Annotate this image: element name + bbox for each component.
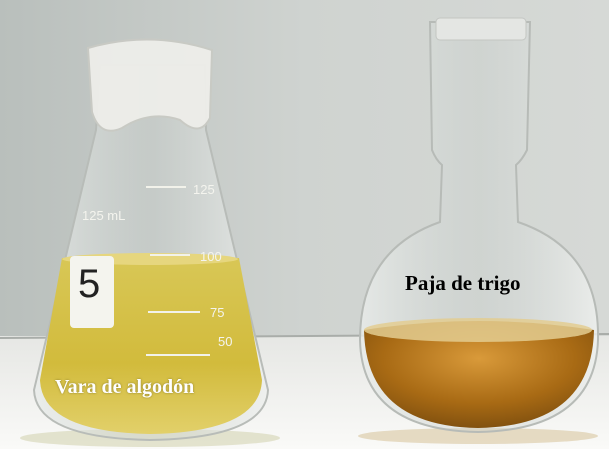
round-bottom-flask — [358, 17, 600, 444]
graduation-50: 50 — [218, 334, 233, 349]
graduation-125: 125 — [193, 182, 215, 197]
flask-volume-label: 125 mL — [82, 208, 126, 223]
caption-wheat-straw: Paja de trigo — [405, 271, 521, 295]
graduation-75: 75 — [210, 305, 225, 320]
flask-number-label: 5 — [78, 262, 101, 306]
erlenmeyer-flask — [20, 38, 280, 447]
caption-cotton-stalk: Vara de algodón — [55, 376, 195, 398]
graduation-100: 100 — [200, 249, 222, 264]
